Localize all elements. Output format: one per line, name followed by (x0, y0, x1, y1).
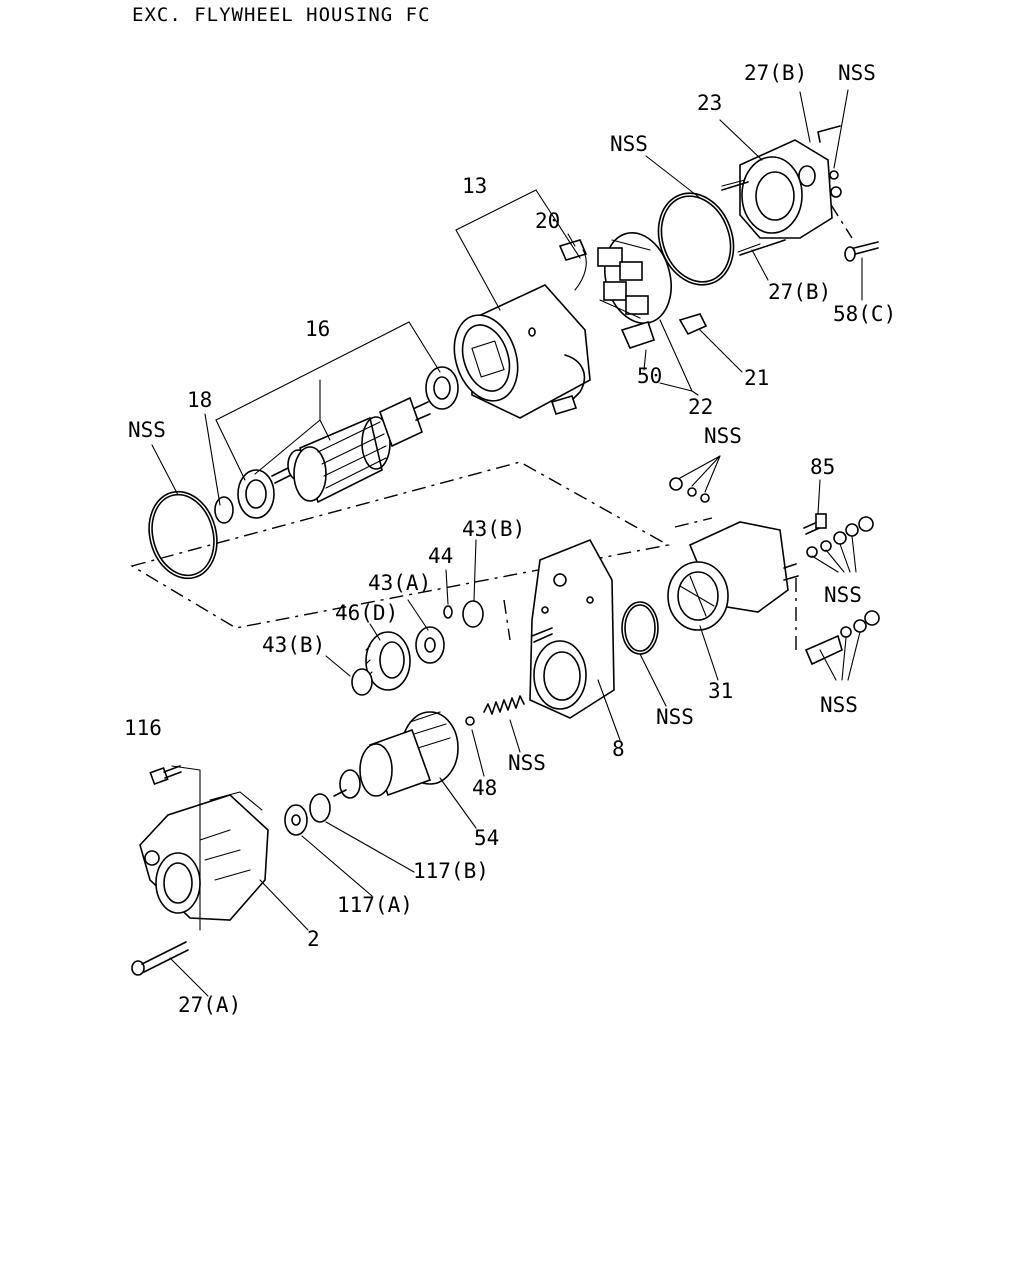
nut-washer-set-nss-right (806, 516, 874, 573)
label-44: 44 (428, 544, 453, 568)
label-46d: 46(D) (335, 601, 398, 625)
seal-ring-nss (621, 601, 659, 655)
ball-part-48 (465, 716, 475, 726)
label-8: 8 (612, 737, 625, 761)
alignment-frame-main (130, 461, 671, 629)
label-nss-spring: NSS (508, 751, 546, 775)
bolt-part-116 (149, 765, 182, 786)
label-nss-topright: NSS (838, 61, 876, 85)
label-117a: 117(A) (337, 893, 413, 917)
label-43b-left: 43(B) (262, 633, 325, 657)
label-2: 2 (307, 927, 320, 951)
leader-lines (151, 89, 863, 997)
label-21: 21 (744, 366, 769, 390)
bearing-armature-rear (425, 366, 459, 410)
washer-part-117b (309, 793, 331, 823)
rear-cover-part-23 (721, 125, 842, 253)
label-22: 22 (688, 395, 713, 419)
pinion-clutch-part-54 (333, 711, 459, 799)
washer-part-43b-lower (351, 668, 373, 696)
armature-part-16 (271, 396, 431, 504)
label-nss-seal: NSS (656, 705, 694, 729)
gear-housing-part-8 (529, 538, 615, 719)
magnetic-switch-part-31 (667, 521, 799, 631)
label-16: 16 (305, 317, 330, 341)
front-housing-part-2 (139, 791, 269, 921)
label-nss-mid: NSS (704, 424, 742, 448)
label-27b-mid: 27(B) (768, 280, 831, 304)
bolt-part-85 (803, 513, 827, 535)
washer-part-18 (214, 496, 234, 524)
label-43b-top: 43(B) (462, 517, 525, 541)
label-nss-right2: NSS (820, 693, 858, 717)
terminal-plate-nss (804, 610, 880, 681)
bolt-part-58c (844, 241, 879, 262)
nut-washer-set-nss-top (669, 455, 721, 503)
label-43a: 43(A) (368, 571, 431, 595)
label-54: 54 (474, 826, 499, 850)
brush-part-50 (620, 321, 656, 349)
bearing-armature-front (237, 469, 275, 519)
yoke-field-frame-part-13 (453, 284, 591, 419)
through-bolt-part-27a (131, 941, 189, 976)
brush-part-20 (558, 239, 588, 291)
brush-holder-part-21 (597, 232, 708, 336)
label-48: 48 (472, 776, 497, 800)
label-nss-right1: NSS (824, 583, 862, 607)
through-bolts-27b (721, 181, 786, 256)
alignment-line-right (503, 517, 797, 652)
label-13: 13 (462, 174, 487, 198)
label-85: 85 (810, 455, 835, 479)
label-18: 18 (187, 388, 212, 412)
spring-nss (483, 695, 525, 715)
label-58c: 58(C) (833, 302, 896, 326)
label-27b-top: 27(B) (744, 61, 807, 85)
gear-part-43a (415, 626, 445, 664)
label-117b: 117(B) (413, 859, 489, 883)
label-23: 23 (697, 91, 722, 115)
o-ring-front-nss (148, 490, 218, 580)
label-20: 20 (535, 209, 560, 233)
diagram-title: EXC. FLYWHEEL HOUSING FC (132, 4, 431, 26)
label-nss-left: NSS (128, 418, 166, 442)
pin-part-44 (443, 605, 453, 619)
o-ring-rear-nss (657, 192, 735, 286)
idler-gear-part-46d (365, 631, 411, 691)
washer-part-43b-upper (462, 600, 484, 628)
label-nss-ring: NSS (610, 132, 648, 156)
label-116: 116 (124, 716, 162, 740)
label-27a: 27(A) (178, 993, 241, 1017)
label-50: 50 (637, 364, 662, 388)
washer-part-117a (284, 804, 308, 836)
label-31: 31 (708, 679, 733, 703)
